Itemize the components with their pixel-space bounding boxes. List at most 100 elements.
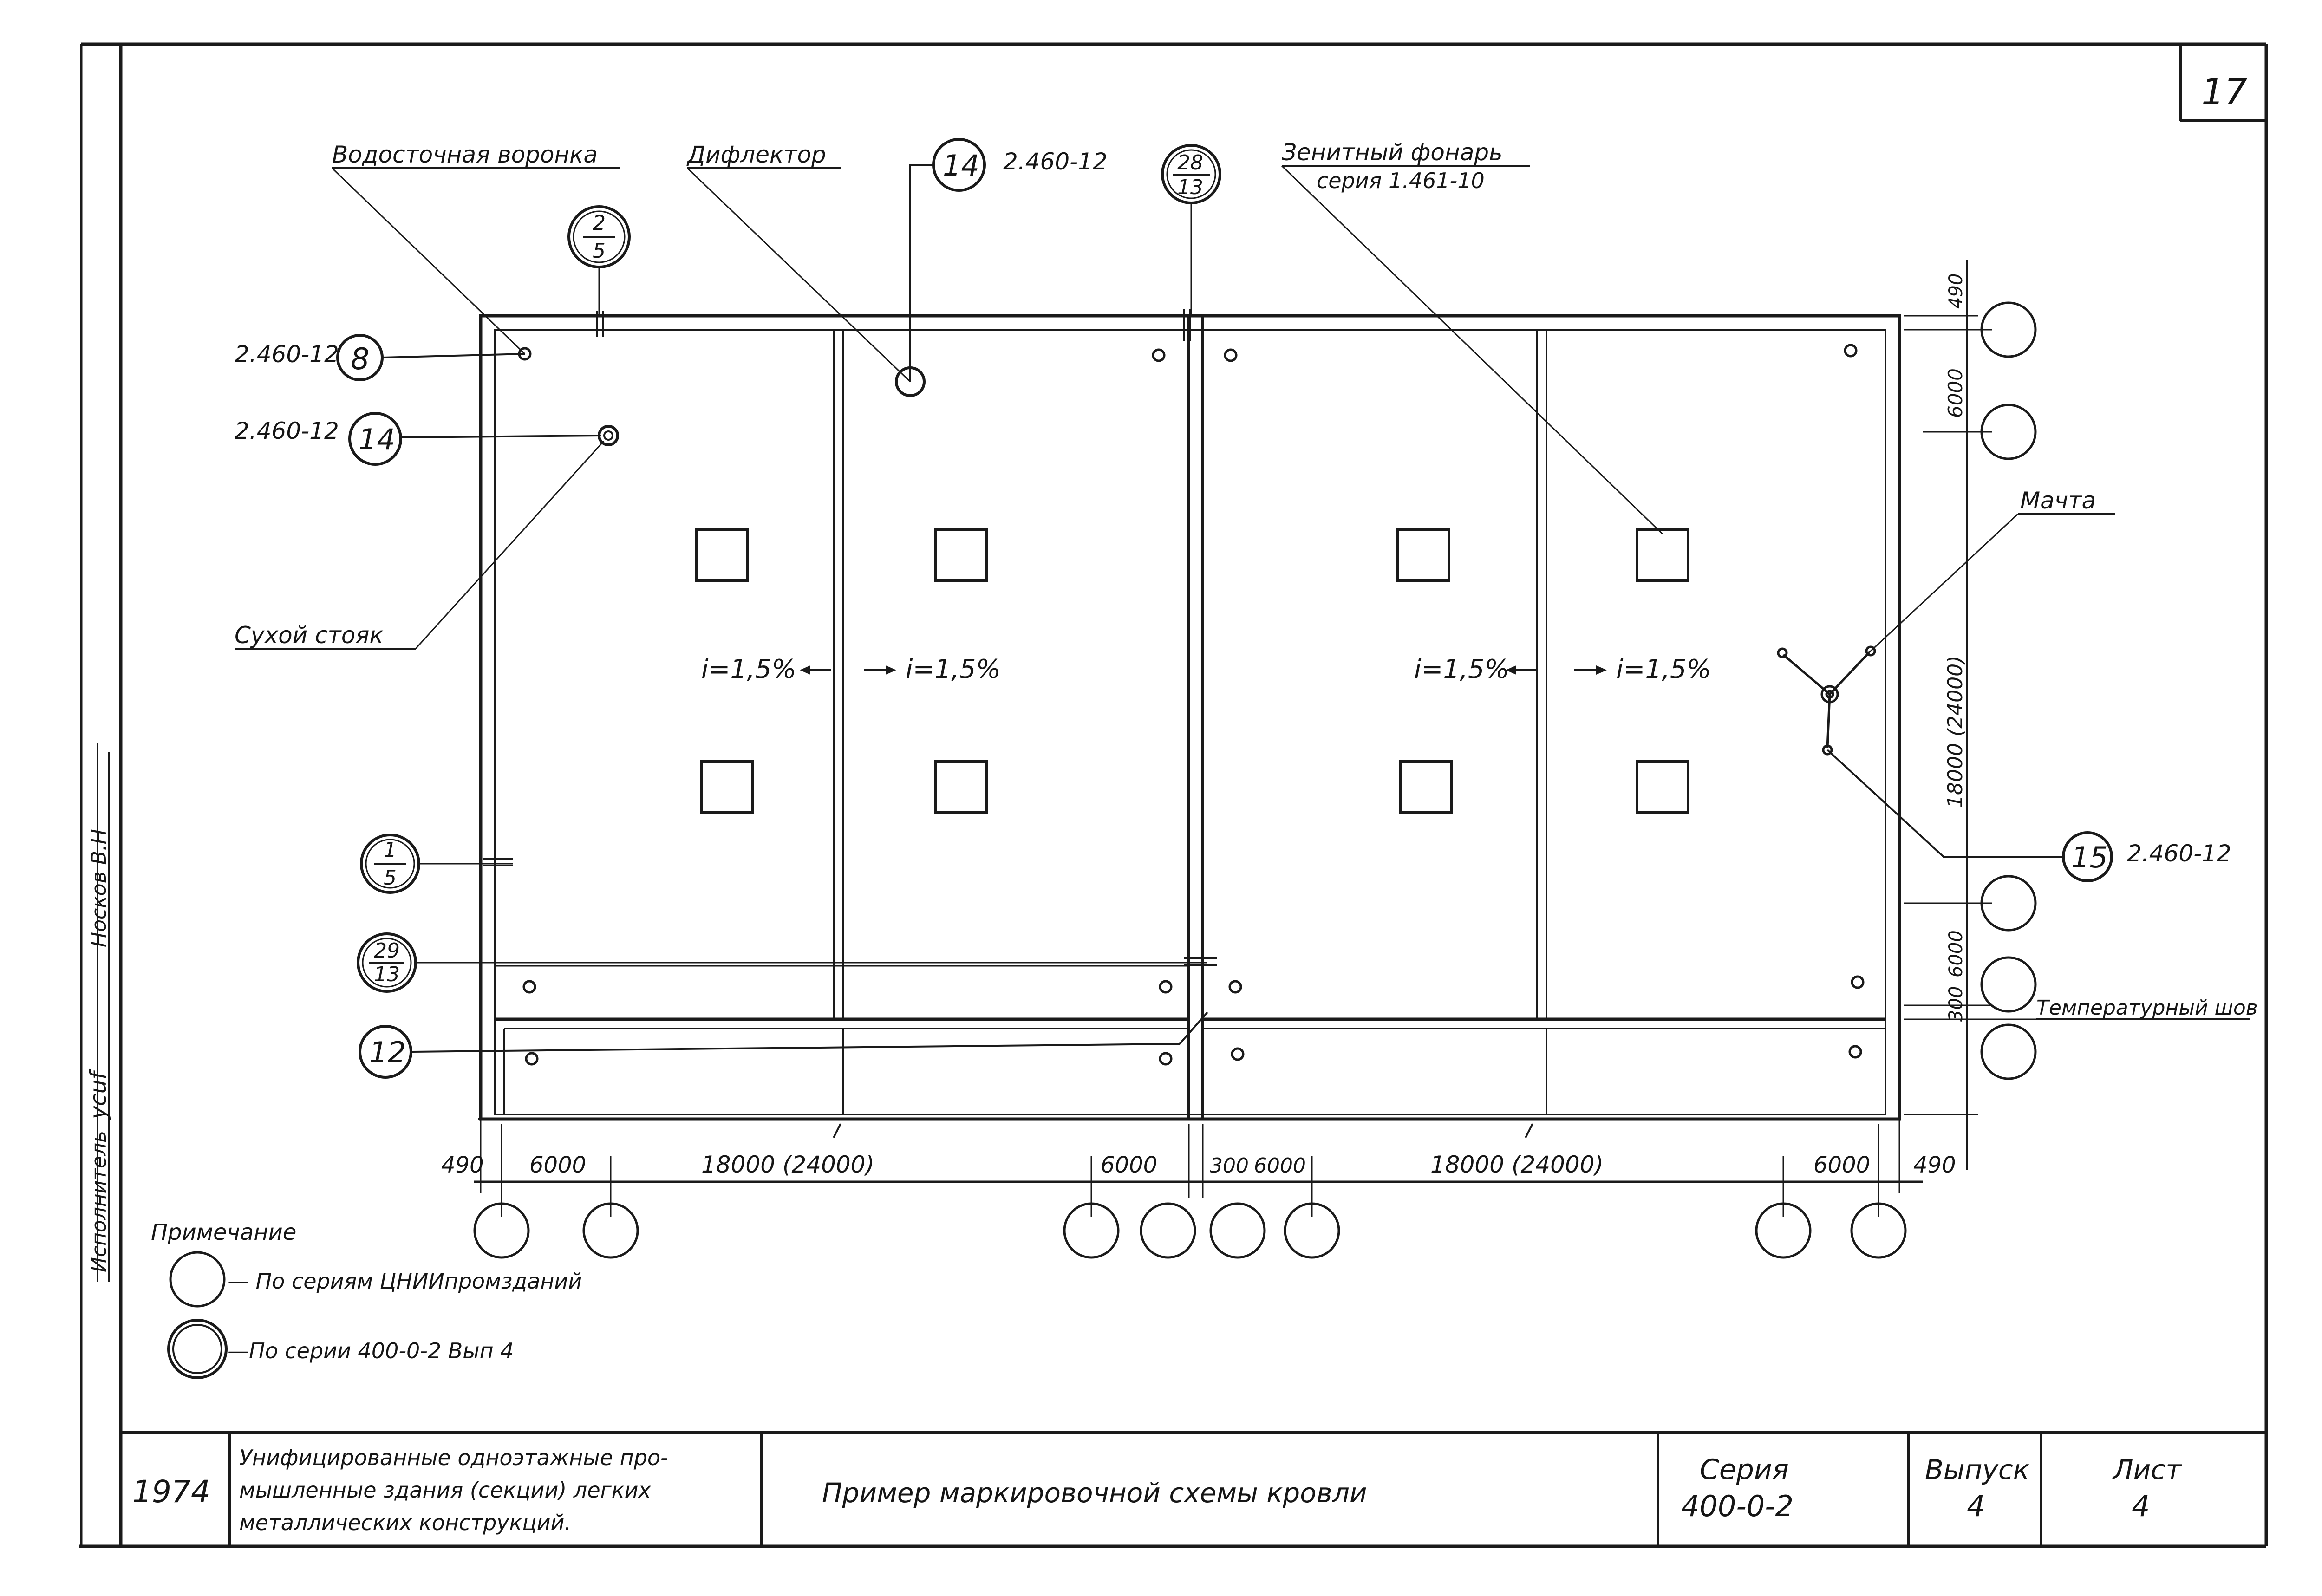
- dimension-label: 490: [1913, 1152, 1956, 1178]
- sheet-value: 4: [2132, 1489, 2150, 1523]
- dimension-label: 6000: [1945, 930, 1967, 977]
- callout-label: Водосточная воронка: [332, 141, 598, 168]
- node-top: 1: [384, 838, 397, 862]
- mark-doc: 2.460-12: [235, 341, 339, 368]
- axis-bubbles-right: [1980, 301, 2037, 1080]
- mark-14-left: 2.460-12 14: [235, 412, 602, 466]
- callout-label: Дифлектор: [686, 141, 826, 168]
- axis-bubble: [1284, 1202, 1340, 1259]
- title-description-line: металлических конструкций.: [239, 1510, 571, 1535]
- node-bottom: 13: [374, 963, 400, 986]
- axis-bubble: [1850, 1202, 1907, 1259]
- dimension-label: 6000: [529, 1152, 586, 1178]
- skylights: [695, 528, 1689, 814]
- mark-8: 2.460-12 8: [235, 334, 525, 381]
- axis-bubble: [1980, 404, 2037, 460]
- side-stamp-role: Исполнитель: [87, 1131, 111, 1272]
- mark-number: 14: [359, 423, 395, 456]
- side-stamp: Исполнитель ycuf Носков В.Н: [85, 743, 111, 1282]
- mark-15: 15 2.460-12: [1826, 749, 2231, 882]
- dimension-label: 6000: [1254, 1154, 1306, 1178]
- node-top: 29: [374, 939, 400, 963]
- title-block: 1974 Унифицированные одноэтажные про- мы…: [121, 1431, 2266, 1546]
- skylight-6: [934, 760, 988, 814]
- sheet-label: Лист: [2112, 1454, 2182, 1485]
- callout-label: Сухой стояк: [235, 622, 384, 649]
- drain-funnel-icon: [522, 980, 536, 994]
- drain-funnel-icon: [1224, 348, 1238, 362]
- dimension-label: 18000 (24000): [701, 1151, 874, 1178]
- slope-labels: i=1,5% i=1,5% i=1,5% i=1,5%: [701, 654, 1711, 684]
- note-double-circle: —По серии 400-0-2 Вып 4: [228, 1338, 514, 1363]
- dimension-label: 490: [1945, 274, 1967, 309]
- sheet-frame: [79, 42, 2268, 1548]
- axis-bubble: [1980, 956, 2037, 1013]
- callout-deflector: Дифлектор: [686, 141, 911, 383]
- slope-label: i=1,5%: [906, 654, 1001, 684]
- axis-bubble: [473, 1202, 530, 1259]
- slope-label: i=1,5%: [701, 654, 796, 684]
- roof-plan: [479, 314, 1901, 1121]
- callout-label: Зенитный фонарь: [1282, 139, 1503, 166]
- node-29-13: 29 13: [357, 932, 1217, 993]
- sheet-number: 17: [2201, 72, 2247, 113]
- node-28-13: 28 13: [1161, 144, 1221, 341]
- drain-funnel-icon: [1848, 1045, 1862, 1059]
- axis-bubble: [1755, 1202, 1812, 1259]
- dimension-label: 300: [1210, 1154, 1249, 1178]
- mark-doc: 2.460-12: [1003, 148, 1108, 175]
- sheet-number-box: 17: [2179, 44, 2266, 122]
- drain-funnel-icon: [525, 1052, 539, 1066]
- axis-bubbles-bottom: [473, 1202, 1907, 1259]
- drain-funnel-icon: [1159, 980, 1173, 994]
- axis-bubble: [1063, 1202, 1120, 1259]
- double-circle-icon: [167, 1319, 228, 1379]
- note-single-circle: — По сериям ЦНИИпромзданий: [228, 1269, 582, 1294]
- mark-number: 14: [943, 149, 979, 182]
- dimension-label: 6000: [1101, 1152, 1157, 1178]
- skylight-5: [700, 760, 754, 814]
- side-stamp-name: Носков В.Н: [87, 829, 111, 947]
- drain-funnel-icon: [1844, 344, 1858, 358]
- dimension-label: 18000 (24000): [1430, 1151, 1604, 1178]
- dimension-label: 300: [1945, 986, 1967, 1022]
- series-label: Серия: [1700, 1453, 1789, 1486]
- drain-funnel-icon: [1851, 975, 1865, 989]
- slope-label: i=1,5%: [1616, 654, 1711, 684]
- dimension-label: 18000 (24000): [1944, 656, 1967, 808]
- issue-label: Выпуск: [1925, 1454, 2029, 1485]
- axis-bubble: [1980, 1023, 2037, 1080]
- side-stamp-signature: ycuf: [85, 1069, 111, 1120]
- title-description-line: мышленные здания (секции) легких: [239, 1478, 651, 1503]
- right-dimensions: 490 6000 18000 (24000) 6000 300: [1904, 260, 1992, 1170]
- notes: Примечание — По сериям ЦНИИпромзданий —П…: [151, 1219, 582, 1379]
- callout-dry-riser: Сухой стояк: [235, 440, 605, 650]
- callout-expansion-joint: Температурный шов: [1971, 996, 2258, 1020]
- node-top: 28: [1177, 151, 1203, 175]
- slope-label: i=1,5%: [1414, 654, 1509, 684]
- callout-mast: Мачта: [1868, 487, 2115, 653]
- skylight-1: [695, 528, 749, 582]
- dimension-label: 490: [441, 1152, 484, 1178]
- axis-bubble: [1980, 301, 2037, 358]
- title-description-line: Унифицированные одноэтажные про-: [239, 1445, 668, 1470]
- drain-funnels: [518, 344, 1865, 1066]
- drain-funnel-icon: [1228, 980, 1242, 994]
- title-year: 1974: [132, 1474, 210, 1510]
- skylight-3: [1396, 528, 1450, 582]
- callout-sublabel: серия 1.461-10: [1317, 168, 1485, 193]
- mark-number: 15: [2071, 840, 2108, 874]
- callout-label: Температурный шов: [2036, 996, 2258, 1020]
- drawing-title: Пример маркировочной схемы кровли: [822, 1477, 1367, 1509]
- dry-riser-icon: [598, 425, 619, 446]
- node-top: 2: [593, 211, 606, 235]
- drain-funnel-icon: [1231, 1047, 1245, 1061]
- notes-title: Примечание: [151, 1219, 296, 1245]
- mark-12: 12: [359, 1011, 1208, 1079]
- callout-skylight: Зенитный фонарь серия 1.461-10: [1281, 139, 1663, 535]
- skylight-2: [934, 528, 988, 582]
- node-1-5: 1 5: [360, 834, 513, 894]
- bottom-dimensions: 490 6000 18000 (24000) 6000 300 6000 180…: [441, 1118, 1956, 1217]
- node-2-5: 2 5: [567, 205, 631, 337]
